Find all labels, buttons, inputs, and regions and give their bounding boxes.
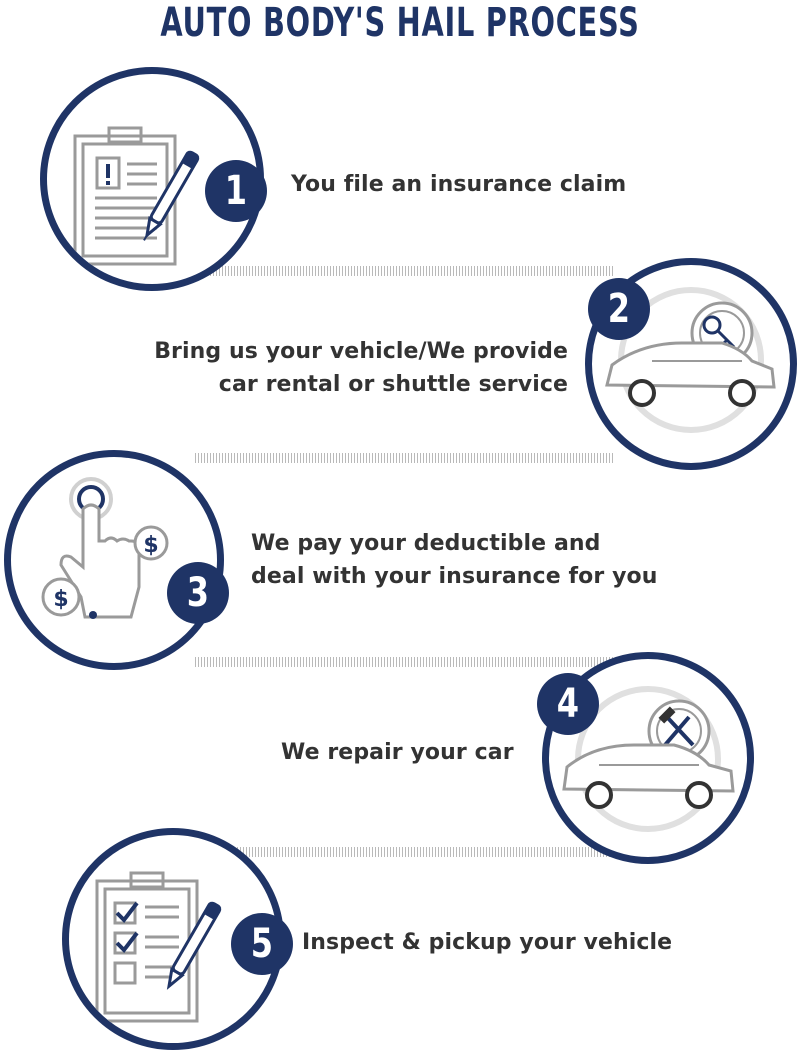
divider-1 <box>195 266 615 276</box>
step-4-text: We repair your car <box>281 740 514 765</box>
page-title: AUTO BODY'S HAIL PROCESS <box>160 0 640 46</box>
step-5-number-badge: 5 <box>231 913 293 975</box>
step-2-circle <box>585 258 797 470</box>
divider-2 <box>195 453 615 463</box>
step-4-number-badge: 4 <box>537 673 599 735</box>
divider-4 <box>195 847 615 857</box>
step-2-number-badge: 2 <box>588 278 650 340</box>
step-3-text: We pay your deductible and deal with you… <box>251 531 658 589</box>
car-tools-icon <box>562 686 735 832</box>
hand-tap-dollar-icon: $ $ <box>41 477 169 619</box>
step-5-text: Inspect & pickup your vehicle <box>302 930 673 955</box>
step-1-number-badge: 1 <box>205 160 267 222</box>
svg-text:$: $ <box>143 533 158 558</box>
step-2-text: Bring us your vehicle/We provide car ren… <box>154 339 568 397</box>
step-3-circle: $ $ <box>4 450 224 670</box>
step-3-number-badge: 3 <box>167 562 229 624</box>
svg-text:$: $ <box>53 587 68 612</box>
step-1-text: You file an insurance claim <box>291 172 627 197</box>
car-key-icon <box>605 287 776 433</box>
clipboard-pen-icon <box>73 126 200 266</box>
checklist-pen-icon <box>95 871 222 1023</box>
divider-3 <box>195 657 615 667</box>
